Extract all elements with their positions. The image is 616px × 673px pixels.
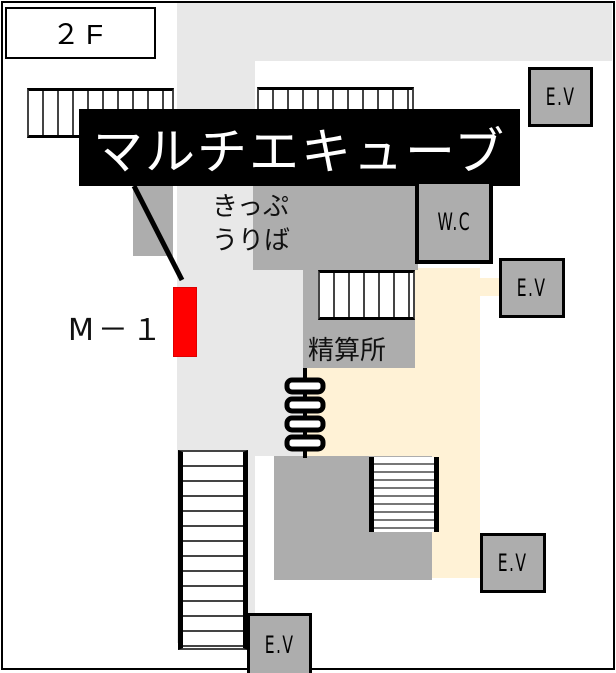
location-callout: マルチエキューブ (79, 109, 520, 186)
stairs-lower-left (178, 450, 248, 650)
location-marker[interactable] (173, 287, 197, 357)
ticket-office-label-line2: うりば (212, 226, 291, 256)
elevator-right-mid[interactable]: E.V (499, 258, 565, 318)
ticket-office-label-line1: きっぷ (212, 192, 289, 222)
elevator-label: E.V (517, 274, 547, 302)
elevator-label: E.V (264, 630, 295, 659)
restroom-label: W.C (437, 208, 471, 236)
ticket-office-block (253, 186, 418, 270)
marker-label: M－１ (68, 313, 166, 348)
elevator-label: E.V (498, 549, 528, 577)
paid-area-connector (480, 278, 500, 296)
elevator-bottom-right[interactable]: E.V (480, 533, 546, 593)
ticket-gate-icon (284, 368, 326, 458)
callout-leader-line (131, 184, 185, 282)
elevator-bottom-left[interactable]: E.V (247, 613, 312, 673)
stairs-fare-area (318, 270, 415, 320)
floor-label: ２F (5, 7, 156, 59)
restroom[interactable]: W.C (415, 184, 493, 264)
elevator-label: E.V (545, 83, 576, 111)
ticket-office-label: きっぷ うりば (212, 190, 290, 258)
fare-adjustment-label: 精算所 (308, 336, 387, 366)
stairs-lower-center (369, 457, 439, 532)
elevator-top-right[interactable]: E.V (528, 67, 593, 127)
